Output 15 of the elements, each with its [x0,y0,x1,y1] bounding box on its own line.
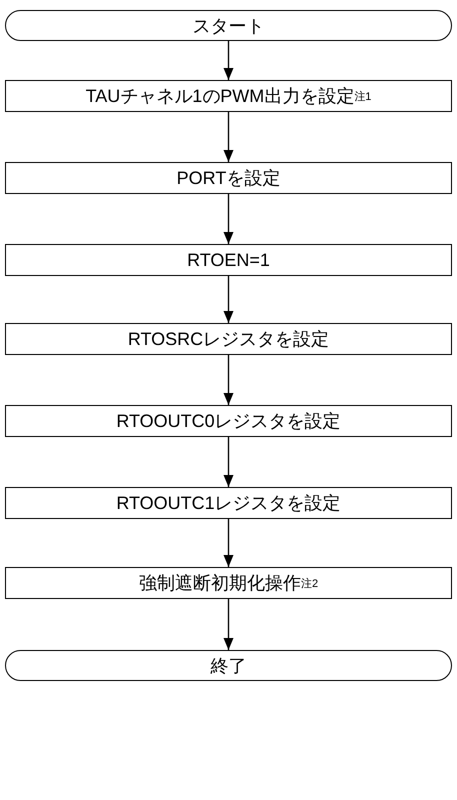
arrow [224,599,234,650]
arrow [224,194,234,244]
arrow [224,355,234,405]
terminal-shape: 終了 [5,650,452,681]
arrow [224,276,234,323]
process-box: RTOSRCレジスタを設定 [5,323,452,355]
arrow [224,112,234,162]
process-box: RTOOUTC0レジスタを設定 [5,405,452,437]
terminal-shape: スタート [5,10,452,41]
arrow [224,41,234,80]
process-box: RTOEN=1 [5,244,452,276]
process-box: RTOOUTC1レジスタを設定 [5,487,452,519]
arrow [224,437,234,487]
process-box: PORTを設定 [5,162,452,194]
arrow [224,519,234,567]
